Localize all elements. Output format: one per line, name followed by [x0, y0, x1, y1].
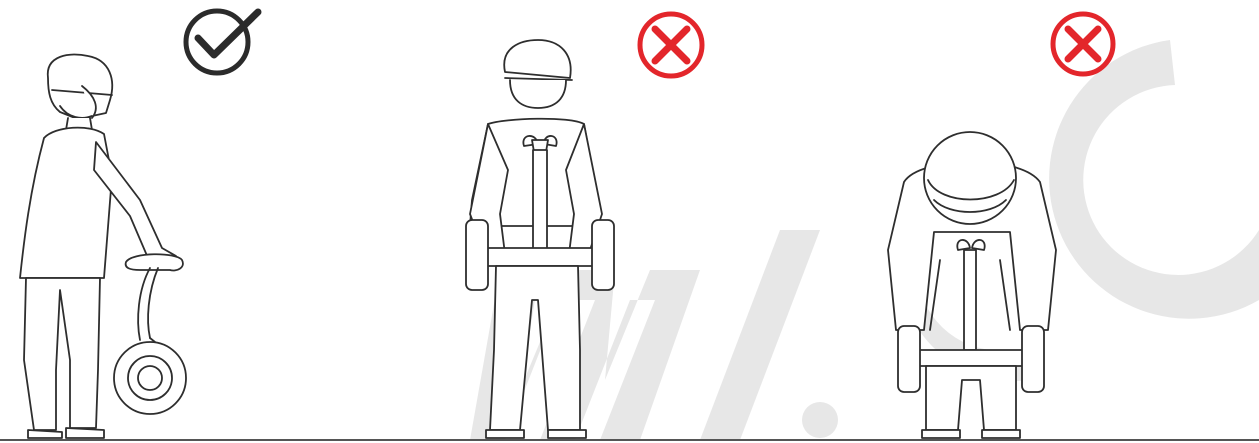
figure-incorrect-posture-bent	[888, 132, 1056, 438]
incorrect-indicator-1	[640, 14, 702, 76]
figure-correct-posture	[20, 55, 186, 438]
x-circle-icon	[640, 14, 702, 76]
check-circle-icon	[186, 11, 258, 73]
x-circle-icon	[1053, 14, 1113, 74]
incorrect-indicator-2	[1053, 14, 1113, 74]
correct-indicator	[186, 11, 258, 73]
